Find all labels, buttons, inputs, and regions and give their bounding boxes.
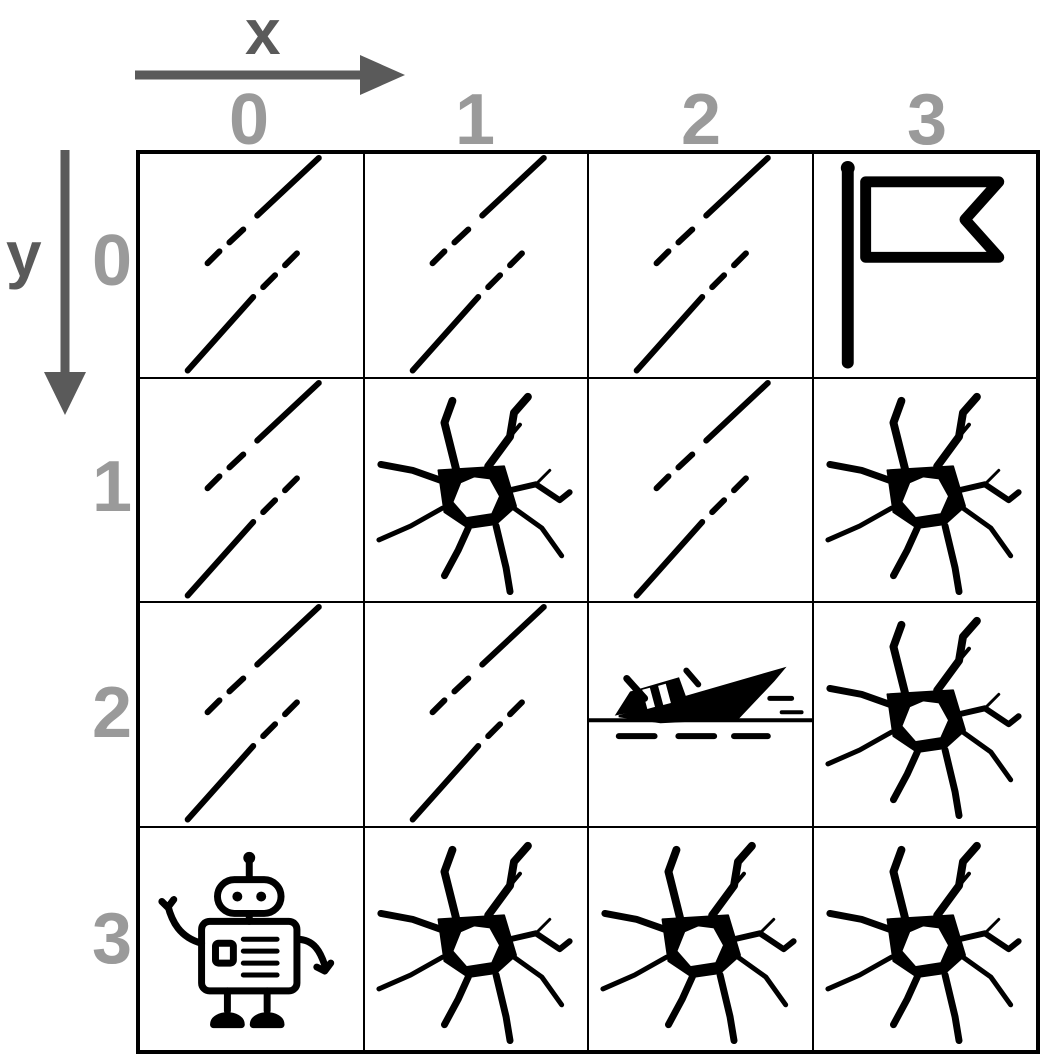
column-label-2: 2 [680,80,722,160]
cell-ice-x0-y0 [139,153,364,378]
row-label-3: 3 [91,899,133,979]
ice-icon [184,603,322,823]
cell-ice-x2-y0 [588,153,813,378]
cell-ice-x0-y2 [139,602,364,827]
cracked-hole-icon [600,841,797,1044]
x-axis-label: x [245,0,281,68]
y-axis-label: y [6,218,42,290]
x-axis-arrow [135,55,405,95]
cell-robot-x0-y3 [139,826,364,1051]
cell-ice-x0-y1 [139,377,364,602]
cell-hole-x1-y1 [363,377,588,602]
cell-ice-x1-y0 [363,153,588,378]
cell-hole-x3-y2 [812,602,1037,827]
shipwreck-icon [589,666,812,740]
ice-icon [633,379,771,599]
row-label-1: 1 [91,447,133,527]
cell-goal-x3-y0 [812,153,1037,378]
cell-ice-x2-y1 [588,377,813,602]
cell-ice-x1-y2 [363,602,588,827]
cracked-hole-icon [824,392,1022,595]
ice-icon [184,379,322,599]
robot-icon [158,851,335,1028]
column-label-3: 3 [906,80,948,160]
cracked-hole-icon [375,841,573,1044]
cracked-hole-icon [824,841,1022,1044]
cracked-hole-icon [375,392,573,595]
column-label-0: 0 [228,80,270,160]
cell-shipwreck-x2-y2 [588,602,813,827]
ice-icon [409,603,547,823]
ice-icon [184,154,322,374]
ice-icon [409,154,547,374]
row-label-2: 2 [91,673,133,753]
row-label-0: 0 [91,221,133,301]
flag-icon [840,160,1004,369]
cell-hole-x3-y3 [812,826,1037,1051]
ice-icon [633,154,771,374]
cracked-hole-icon [824,616,1022,820]
cell-hole-x2-y3 [588,826,813,1051]
column-label-1: 1 [454,80,496,160]
frozen-lake-grid [136,150,1040,1054]
y-axis-arrow [44,150,86,415]
cell-hole-x1-y3 [363,826,588,1051]
cell-hole-x3-y1 [812,377,1037,602]
